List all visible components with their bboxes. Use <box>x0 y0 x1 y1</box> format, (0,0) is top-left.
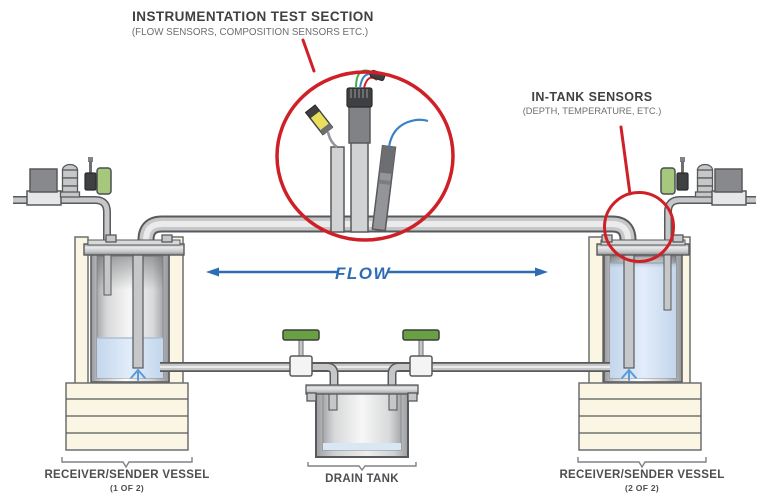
right-instrument-pipe <box>664 196 756 258</box>
dip-tube <box>623 249 635 369</box>
main-pipe-highlight <box>143 221 631 268</box>
right-valve-assembly <box>660 157 747 206</box>
dip-tube <box>132 249 144 369</box>
drain-down-pipes <box>310 362 412 391</box>
valve-handle <box>402 329 440 341</box>
instrumentation-title: INSTRUMENTATION TEST SECTION <box>132 9 374 24</box>
lid-clamp <box>407 392 418 402</box>
valve-body <box>409 355 433 377</box>
tank-liquid <box>323 443 401 450</box>
left-instrument-pipe <box>13 196 111 252</box>
test-section-sensors <box>304 69 429 233</box>
connector-ridges <box>350 89 368 98</box>
actuator-motor <box>29 168 58 193</box>
instrumentation-subtitle: (FLOW SENSORS, COMPOSITION SENSORS ETC.) <box>132 27 368 38</box>
actuator-base <box>26 190 62 206</box>
drain-tank <box>305 384 419 472</box>
jacket-wall <box>168 236 184 385</box>
sensor-port-tube <box>350 140 369 233</box>
liquid <box>97 338 163 378</box>
vessel-2-label: RECEIVER/SENDER VESSEL <box>559 469 724 481</box>
label-bracket <box>61 457 193 469</box>
thermocouple-connector <box>304 104 334 136</box>
green-sensor-module <box>96 167 112 195</box>
valve-stem <box>418 338 424 359</box>
vessel-1-label: RECEIVER/SENDER VESSEL <box>44 469 209 481</box>
vessel-1-sublabel: (1 OF 2) <box>110 483 144 493</box>
actuator-base <box>711 190 747 206</box>
pedestal-ridges <box>66 398 188 434</box>
flange-bolt <box>161 234 173 243</box>
flow-label: FLOW <box>335 264 391 283</box>
flow-arrowhead-right <box>535 267 548 277</box>
sensor-port-tube <box>330 146 345 233</box>
main-pipe-outline <box>137 215 637 268</box>
drain-tank-label: DRAIN TANK <box>325 473 399 485</box>
probe-wire <box>387 118 429 148</box>
main-flow-pipe <box>137 215 637 268</box>
instrumentation-circle <box>275 70 455 242</box>
jacket-wall <box>74 236 89 385</box>
in-tank-leader-line <box>619 125 632 196</box>
actuator-motor <box>714 168 743 193</box>
liquid-spray <box>130 369 146 381</box>
drain-valve-2 <box>402 329 440 377</box>
jacket-wall <box>588 236 604 385</box>
sensor-stub-pipe <box>103 254 112 296</box>
pedestal-ridges <box>579 398 701 434</box>
flange-bolt <box>672 234 684 243</box>
sensor-fitting <box>676 157 689 191</box>
inlet-stub <box>328 392 338 411</box>
angled-probe <box>371 144 397 232</box>
sensor-cable <box>326 131 338 149</box>
valve-stem <box>298 338 304 359</box>
manual-valve-stack <box>694 163 716 198</box>
in-tank-sensor-probe <box>663 254 672 311</box>
valve-handle <box>282 329 320 341</box>
drain-valve-1 <box>282 329 320 377</box>
vessel-2-sublabel: (2 OF 2) <box>625 483 659 493</box>
sensor-fitting <box>84 157 97 191</box>
lid-flange <box>83 243 185 256</box>
lid-plate <box>87 239 181 246</box>
inlet-stub <box>388 392 398 411</box>
flange-bolt <box>105 234 117 243</box>
flow-arrowhead-left <box>206 267 219 277</box>
left-valve-assembly <box>26 157 112 206</box>
lid-clamp <box>306 392 317 402</box>
in-tank-circle <box>603 191 675 263</box>
flow-indicator: FLOW <box>206 264 548 283</box>
valve-body <box>289 355 313 377</box>
receiver-sender-vessel-2 <box>577 234 707 469</box>
manual-valve-stack <box>59 163 81 198</box>
label-bracket <box>307 462 417 472</box>
sensor-body <box>348 105 371 144</box>
instrumentation-leader-line <box>301 38 316 73</box>
label-bracket <box>577 457 707 469</box>
tank-lid <box>305 384 419 395</box>
liquid-spray <box>621 369 637 381</box>
in-tank-subtitle: (DEPTH, TEMPERATURE, ETC.) <box>523 106 662 116</box>
lid-plate <box>600 239 686 246</box>
in-tank-title: IN-TANK SENSORS <box>531 90 652 104</box>
annotations <box>275 38 675 263</box>
green-sensor-module <box>660 167 676 195</box>
receiver-sender-vessel-1 <box>61 234 193 469</box>
